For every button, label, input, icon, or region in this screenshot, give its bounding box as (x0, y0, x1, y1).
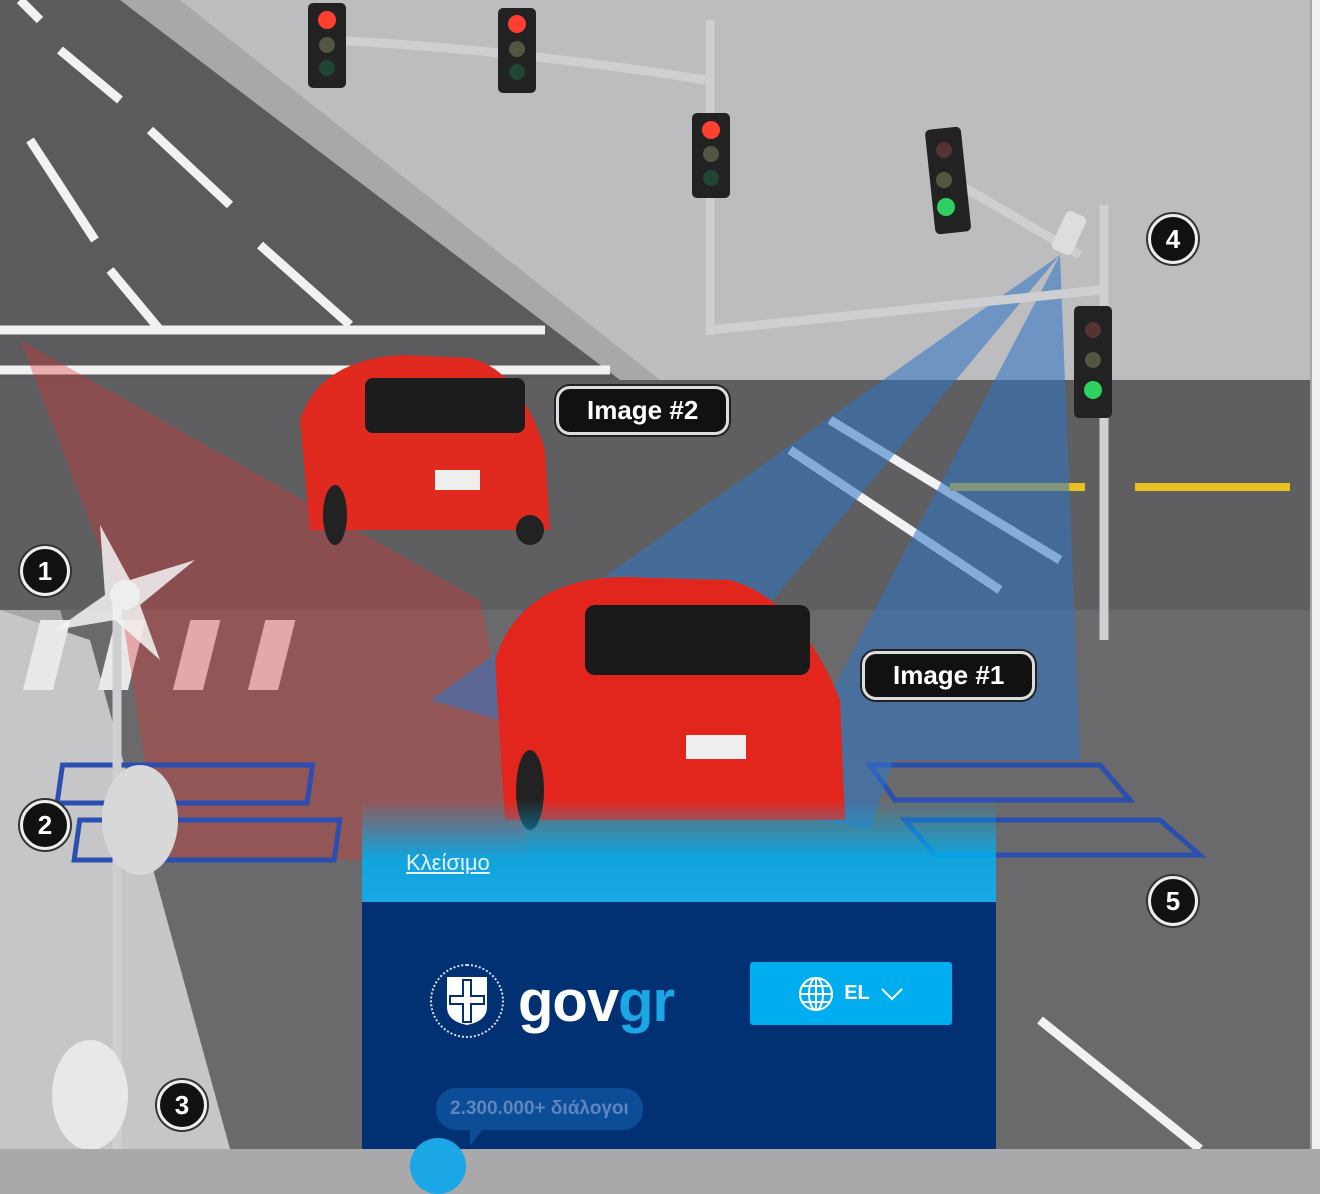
marker-3: 3 (157, 1080, 207, 1130)
close-link[interactable]: Κλείσιμο (406, 850, 490, 875)
govgr-logo: govgr (430, 964, 675, 1038)
logo-gov: gov (518, 968, 619, 1034)
chevron-down-icon (881, 987, 903, 1000)
globe-icon (799, 976, 834, 1011)
language-selector-button[interactable]: EL (750, 962, 952, 1025)
marker-2: 2 (20, 800, 70, 850)
widget-body: govgr EL 2.300.000+ διάλογοι (362, 902, 996, 1194)
marker-1: 1 (20, 546, 70, 596)
marker-4: 4 (1148, 214, 1198, 264)
language-label: EL (844, 982, 870, 1004)
dialogs-count-bubble: 2.300.000+ διάλογοι (436, 1088, 643, 1146)
image-2-callout: Image #2 (556, 386, 730, 435)
logo-gr: gr (618, 968, 675, 1034)
marker-5: 5 (1148, 876, 1198, 926)
widget-header-fade (362, 800, 996, 902)
image-1-callout: Image #1 (862, 651, 1036, 700)
greek-coat-of-arms-icon (430, 964, 504, 1038)
chat-avatar-button[interactable] (410, 1138, 466, 1194)
govgr-chat-widget: govgr EL 2.300.000+ διάλογοι (362, 800, 996, 1194)
